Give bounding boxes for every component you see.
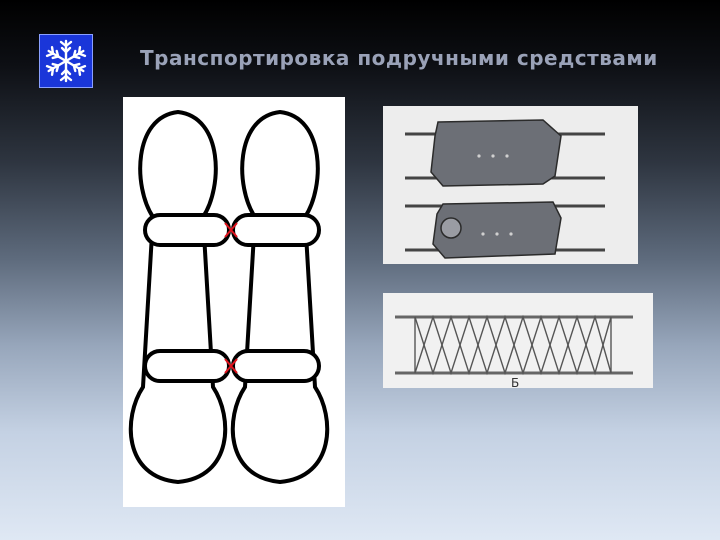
slide-title: Транспортировка подручными средствами: [140, 46, 658, 70]
rope-stretcher-illustration: [383, 293, 653, 388]
snowflake-icon: [44, 39, 88, 83]
ski-stretcher-illustration: [123, 97, 345, 507]
snowflake-logo: [39, 34, 93, 88]
figure-label: Б: [511, 376, 520, 390]
coat-stretcher-illustration: [383, 106, 638, 264]
